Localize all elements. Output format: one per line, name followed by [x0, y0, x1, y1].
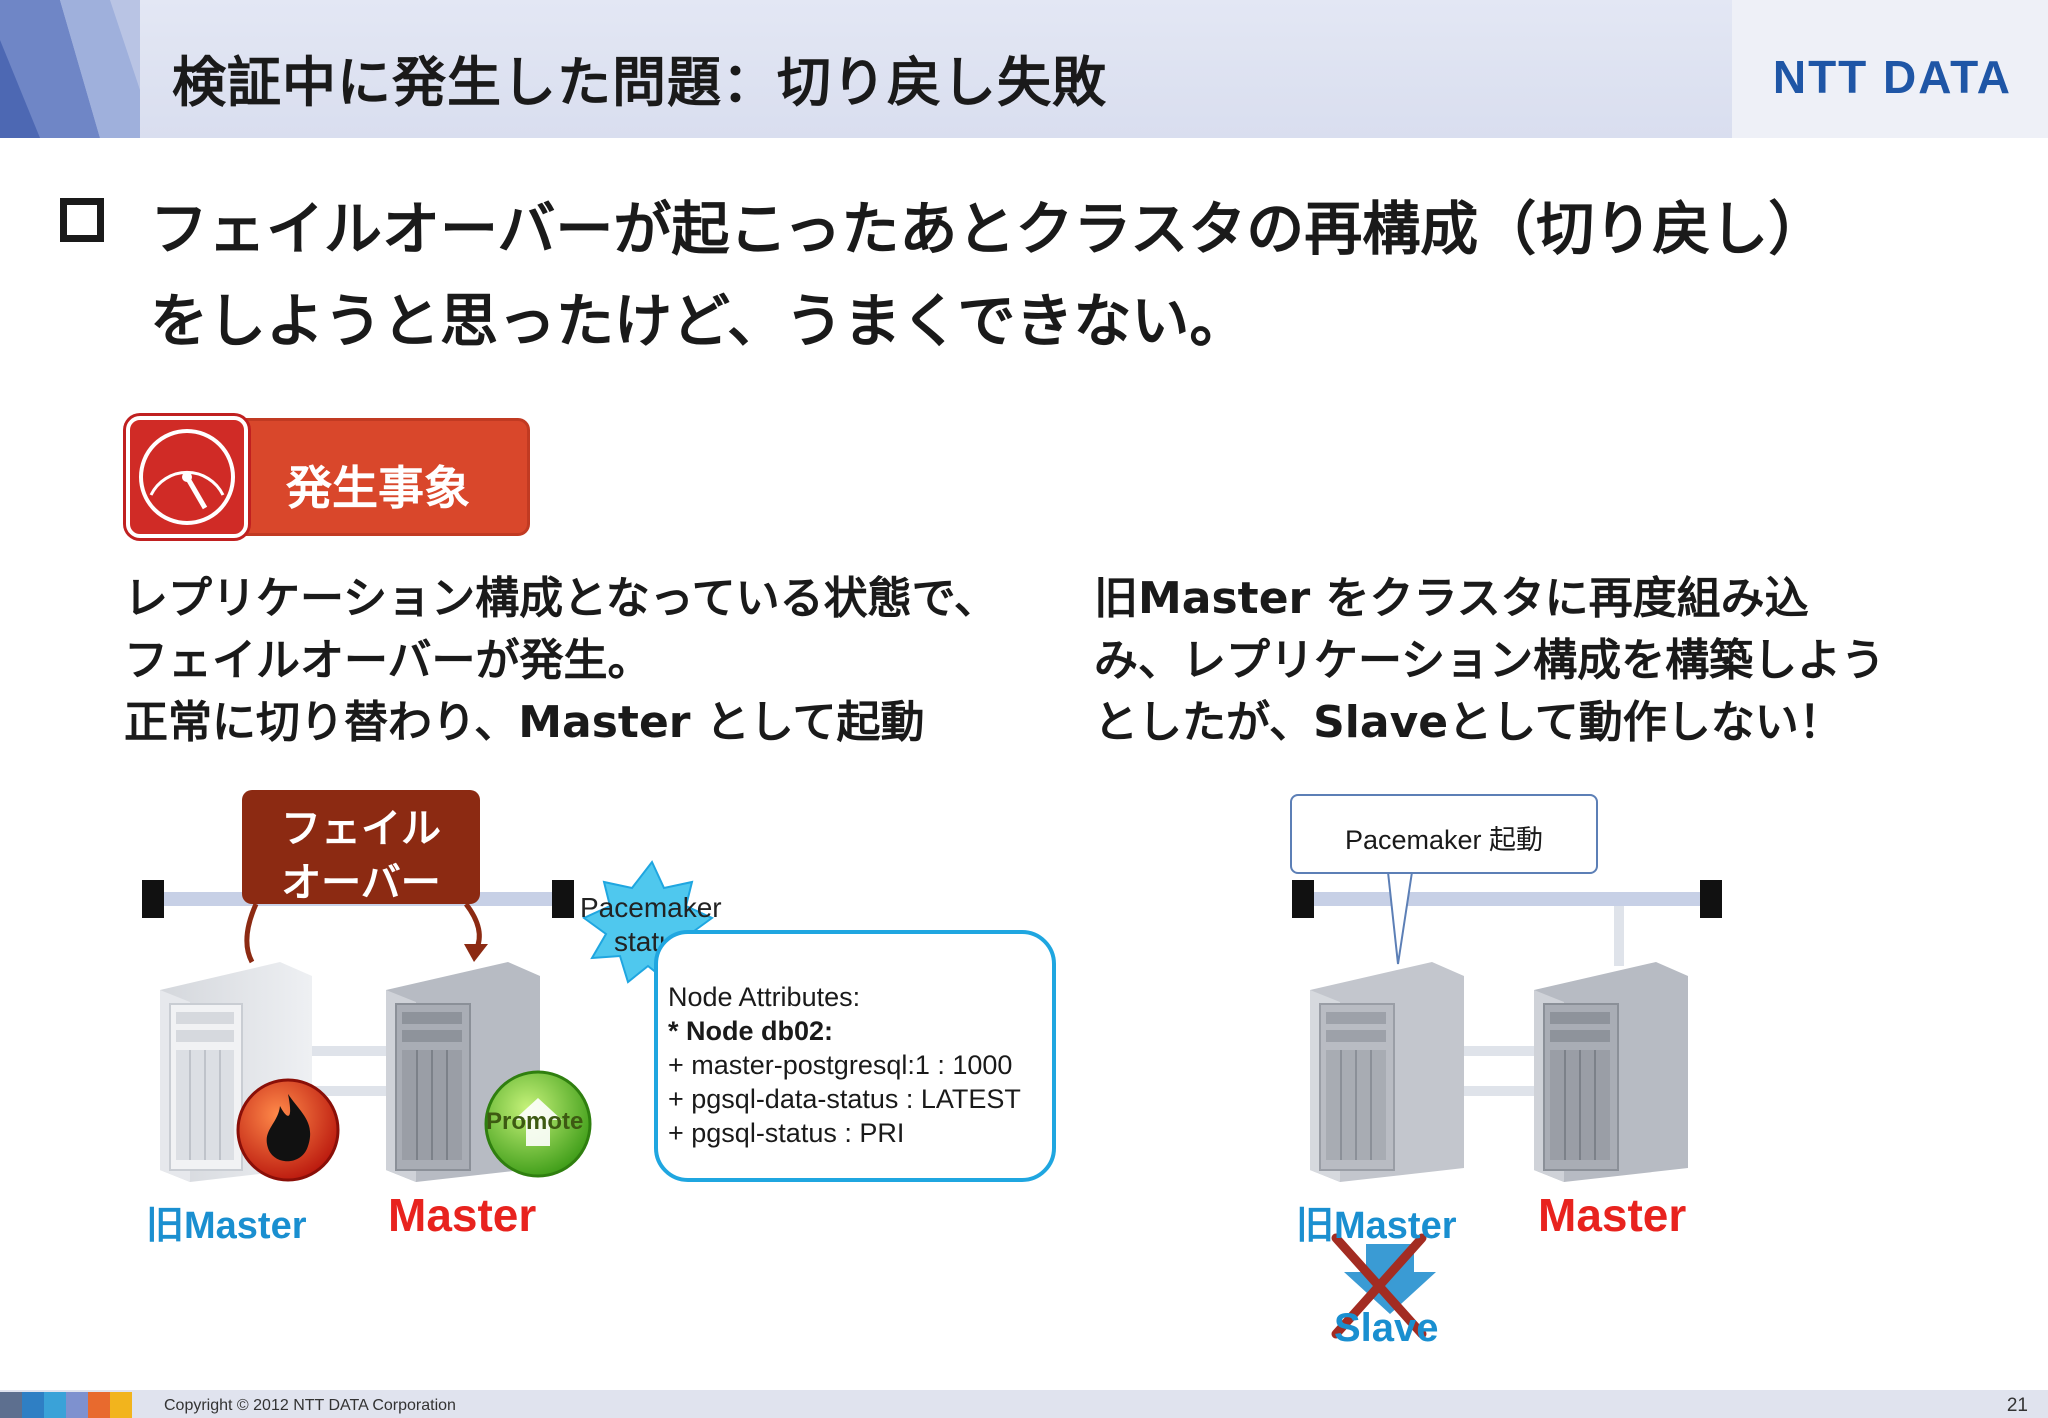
failover-label-line-2: オーバー: [281, 860, 441, 906]
failover-arrow-tail: [244, 902, 259, 964]
left-description-line-2: フェイルオーバーが発生。: [124, 635, 652, 686]
pacemaker-start-callout: [1290, 794, 1598, 874]
right-old-master-server-icon: [1310, 962, 1464, 1182]
network-end-cap-left: [142, 880, 164, 918]
statement-line-2: をしようと思ったけど、うまくできない。: [150, 287, 1248, 355]
bullet-square-icon: [60, 198, 104, 242]
failure-cross-icon: [1331, 1233, 1427, 1339]
ntt-data-logo: NTT DATA: [1772, 51, 2012, 103]
right-network-line: [1300, 892, 1710, 906]
left-diagram: [142, 860, 714, 1182]
gauge-icon: [139, 429, 235, 525]
pacemaker-start-callout-text: Pacemaker 起動: [1344, 825, 1544, 855]
failover-label-line-1: フェイル: [281, 806, 441, 852]
page-number: 21: [2006, 1395, 2028, 1416]
network-end-cap-right: [552, 880, 574, 918]
master-server-icon: [386, 962, 540, 1182]
right-old-master-label: 旧Master: [1296, 1205, 1457, 1247]
right-description-line-3: としたが、Slaveとして動作しない！: [1094, 697, 1843, 748]
left-description-line-1: レプリケーション構成となっている状態で、: [124, 573, 998, 624]
pacemaker-status-label-1: Pacemaker: [580, 892, 722, 923]
right-description-line-2: み、レプリケーション構成を構築しよう: [1094, 635, 1886, 686]
right-network-end-cap-left: [1292, 880, 1314, 918]
left-old-master-label: 旧Master: [146, 1205, 307, 1247]
pacemaker-status-panel: [654, 930, 1056, 1182]
right-master-label: Master: [1538, 1189, 1687, 1241]
right-network-end-cap-right: [1700, 880, 1722, 918]
promote-label: Promote: [486, 1108, 584, 1135]
left-description-line-3: 正常に切り替わり、Master として起動: [124, 697, 925, 748]
failover-label-box: [242, 790, 480, 904]
footer-color-stripe: [0, 1392, 22, 1418]
right-diagram: [1292, 871, 1722, 1339]
failover-arrow-head: [464, 944, 488, 962]
header-decoration: [0, 0, 140, 138]
header-logo-area: [1732, 0, 2048, 138]
right-description-line-1: 旧Master をクラスタに再度組み込: [1094, 573, 1809, 624]
header-band: [0, 0, 2048, 138]
left-master-label: Master: [388, 1189, 537, 1241]
status-line-5: + pgsql-status : PRI: [668, 1118, 905, 1148]
copyright-text: Copyright © 2012 NTT DATA Corporation: [164, 1397, 456, 1414]
slide-title: 検証中に発生した問題：切り戻し失敗: [172, 51, 1107, 114]
right-master-server-icon: [1534, 962, 1688, 1182]
status-line-4: + pgsql-data-status : LATEST: [668, 1084, 1021, 1114]
statement-line-1: フェイルオーバーが起こったあとクラスタの再構成（切り戻し）: [150, 195, 1827, 263]
status-line-1: Node Attributes:: [668, 982, 861, 1012]
status-line-3: + master-postgresql:1 : 1000: [668, 1050, 1013, 1080]
footer-band: [0, 1390, 2048, 1418]
badge-label: 発生事象: [286, 461, 470, 515]
slave-label: Slave: [1334, 1306, 1439, 1350]
status-line-2: * Node db02:: [668, 1016, 834, 1046]
